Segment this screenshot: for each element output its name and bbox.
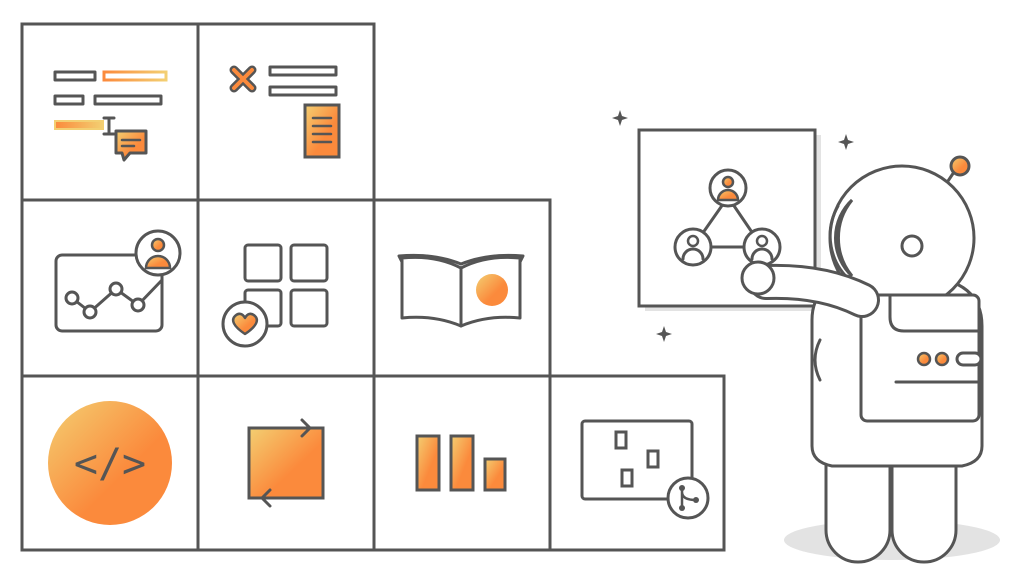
checklist-document-icon xyxy=(229,65,341,159)
favorite-apps-icon xyxy=(221,243,329,348)
sparkle-icon xyxy=(612,110,854,342)
astronaut-icon xyxy=(740,155,1000,564)
open-book-icon xyxy=(397,253,525,328)
tile xyxy=(20,22,200,202)
code-icon: </> xyxy=(48,401,172,525)
tile xyxy=(372,374,552,552)
analytics-user-icon xyxy=(54,229,182,333)
sync-icon xyxy=(247,418,325,508)
text-edit-comment-icon xyxy=(53,70,168,162)
tile xyxy=(548,374,726,552)
tile xyxy=(196,198,376,378)
bar-chart-icon xyxy=(415,434,507,492)
tile xyxy=(196,22,376,202)
settings-sliders-git-icon xyxy=(580,419,710,520)
code-symbol: </> xyxy=(74,441,146,487)
